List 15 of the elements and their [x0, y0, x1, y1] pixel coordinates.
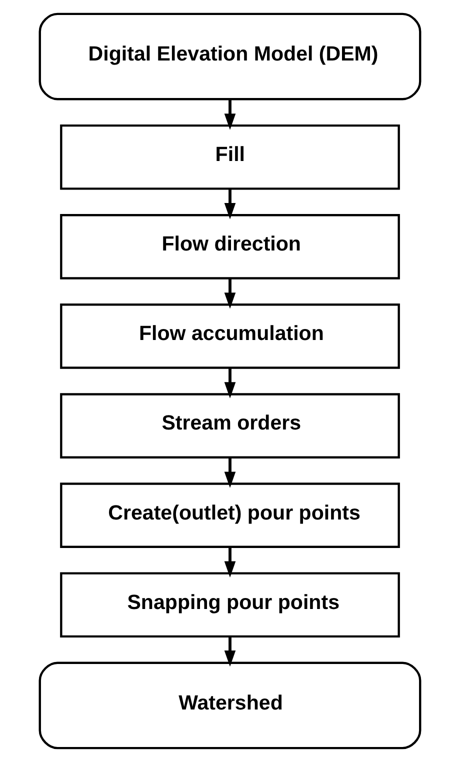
arrow: [224, 368, 236, 398]
arrow: [224, 547, 236, 578]
node-box: Flow direction: [60, 214, 400, 280]
node-box: Flow accumulation: [60, 304, 400, 369]
node-box: Digital Elevation Model (DEM): [38, 12, 422, 100]
arrow: [224, 636, 236, 667]
arrow: [224, 278, 236, 309]
node-box: Fill: [60, 124, 400, 190]
node-box: Snapping pour points: [60, 572, 400, 638]
node-box: Create(outlet) pour points: [60, 482, 400, 548]
node-box: Watershed: [38, 662, 422, 750]
node-box: Stream orders: [60, 393, 400, 458]
arrow: [224, 99, 236, 130]
arrow: [224, 458, 236, 488]
arrow: [224, 188, 236, 220]
